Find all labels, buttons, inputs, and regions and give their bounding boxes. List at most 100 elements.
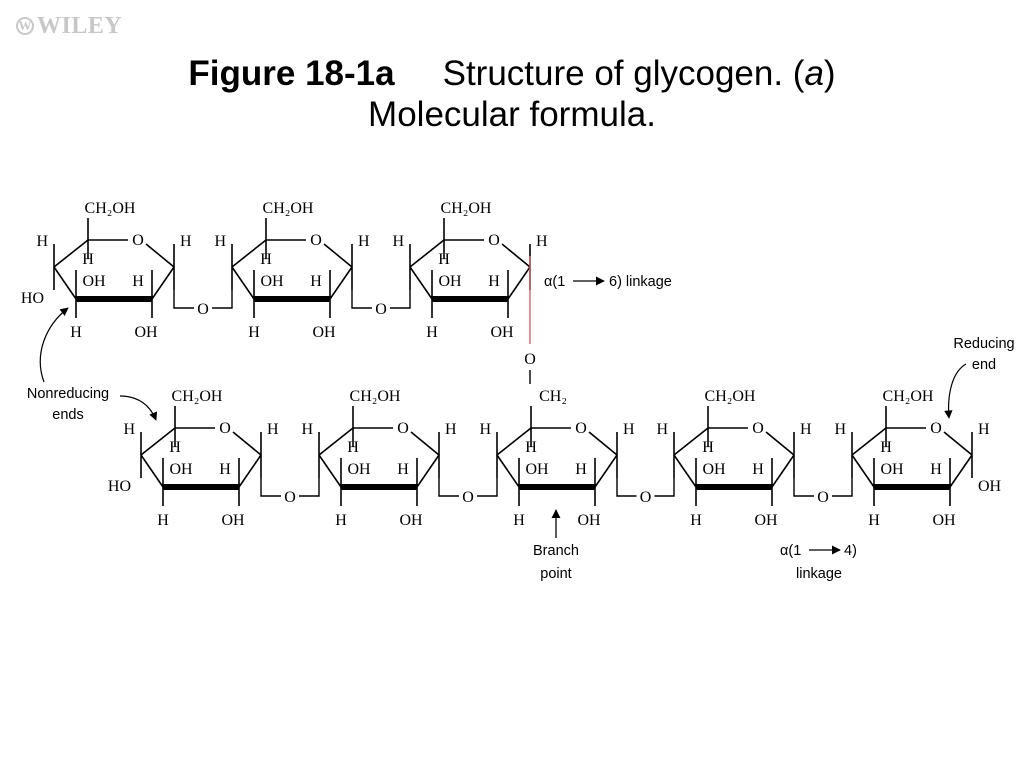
ring-bond	[53, 239, 89, 268]
ring-bond	[588, 431, 618, 456]
ring-bond	[323, 243, 353, 268]
c2-oh-label: OH	[577, 512, 601, 529]
nonreducing-ends-label: Nonreducing ends	[27, 307, 158, 423]
ring-bond	[409, 266, 433, 300]
c2-h-label: H	[930, 461, 942, 478]
ring-oxygen-label: O	[132, 232, 144, 249]
ring-bond	[409, 239, 445, 268]
ring-bond	[145, 243, 175, 268]
wiley-logo-mark-icon: W	[16, 17, 34, 35]
ring-bond	[238, 454, 262, 488]
title-italic: a	[804, 54, 824, 93]
alpha-1-4-bridge: O	[793, 478, 853, 506]
c2-h-label: H	[575, 461, 587, 478]
c3-oh-label: OH	[525, 461, 549, 478]
ring-bond	[771, 454, 795, 488]
c4-h-label: H	[479, 421, 491, 438]
c6-label: CH₂OH	[263, 200, 314, 217]
reducing-line2: end	[972, 357, 996, 373]
ring-front-bond	[872, 484, 952, 490]
bridge-bond	[299, 478, 320, 497]
ring-oxygen-label: O	[930, 420, 942, 437]
c3-h-label: H	[690, 512, 702, 529]
alpha14-suffix: 4)	[844, 543, 857, 559]
c4-h-label: H	[123, 421, 135, 438]
c5-h-label: H	[260, 251, 272, 268]
c2-h-label: H	[310, 273, 322, 290]
c5-h-label: H	[438, 251, 450, 268]
c2-h-label: H	[488, 273, 500, 290]
c5-h-label: H	[169, 439, 181, 456]
c3-oh-label: OH	[169, 461, 193, 478]
alpha-1-4-bridge: O	[351, 290, 411, 318]
c2-h-label: H	[752, 461, 764, 478]
ring-bond	[140, 427, 176, 456]
bridge-bond	[477, 478, 498, 497]
nonreducing-line2: ends	[52, 407, 83, 423]
c1-h-label: H	[445, 421, 457, 438]
c1-h-label: H	[536, 233, 548, 250]
c3-h-label: H	[335, 512, 347, 529]
c2-oh-label: OH	[399, 512, 423, 529]
alpha14-prefix: α(1	[780, 543, 801, 559]
c5-h-label: H	[880, 439, 892, 456]
c2-h-label: H	[219, 461, 231, 478]
ring-bond	[53, 266, 77, 300]
bridge-oxygen-label: O	[375, 301, 387, 318]
c6-label: CH₂OH	[441, 200, 492, 217]
c6-label: CH₂OH	[350, 388, 401, 405]
ring-bond	[318, 454, 342, 488]
bridge-oxygen-label: O	[462, 489, 474, 506]
ring-bond	[851, 454, 875, 488]
c4-h-label: H	[834, 421, 846, 438]
ring-oxygen-label: O	[310, 232, 322, 249]
ring-bond	[765, 431, 795, 456]
ring-front-bond	[517, 484, 597, 490]
bridge-oxygen-label: O	[284, 489, 296, 506]
ring-bond	[416, 454, 440, 488]
c3-oh-label: OH	[82, 273, 106, 290]
alpha-1-4-linkage-label: α(1 4) linkage	[780, 543, 857, 582]
ring-bond	[851, 427, 887, 456]
alpha-1-4-bridge: O	[260, 478, 320, 506]
bridge-bond	[260, 478, 281, 497]
c5-h-label: H	[347, 439, 359, 456]
ring-oxygen-label: O	[397, 420, 409, 437]
c1-h-label: H	[623, 421, 635, 438]
bridge-oxygen-label: O	[197, 301, 209, 318]
bridge-bond	[793, 478, 814, 497]
bridge-bond	[438, 478, 459, 497]
c4-ho-label: HO	[108, 478, 131, 495]
ring-oxygen-label: O	[488, 232, 500, 249]
alpha14-line2: linkage	[796, 566, 842, 582]
wiley-logo: W WILEY	[16, 14, 122, 38]
c6-label: CH₂OH	[85, 200, 136, 217]
c2-h-label: H	[397, 461, 409, 478]
wiley-logo-text: WILEY	[37, 13, 123, 39]
c3-h-label: H	[157, 512, 169, 529]
c2-oh-label: OH	[312, 324, 336, 341]
ring-bond	[329, 266, 353, 300]
alpha16-oxygen-label: O	[524, 351, 536, 368]
alpha-1-6-linkage-label: α(1 6) linkage	[544, 274, 672, 290]
ring-bond	[231, 266, 255, 300]
ring-oxygen-label: O	[575, 420, 587, 437]
c1-h-label: H	[800, 421, 812, 438]
c6-label: CH₂OH	[705, 388, 756, 405]
alpha-1-4-bridge: O	[438, 478, 498, 506]
ring-oxygen-label: O	[219, 420, 231, 437]
ring-front-bond	[252, 296, 332, 302]
bridge-oxygen-label: O	[817, 489, 829, 506]
ring-bond	[410, 431, 440, 456]
c3-h-label: H	[248, 324, 260, 341]
branch-line1: Branch	[533, 543, 579, 559]
c2-oh-label: OH	[134, 324, 158, 341]
alpha-1-4-bridge: O	[616, 478, 675, 506]
c4-h-label: H	[36, 233, 48, 250]
